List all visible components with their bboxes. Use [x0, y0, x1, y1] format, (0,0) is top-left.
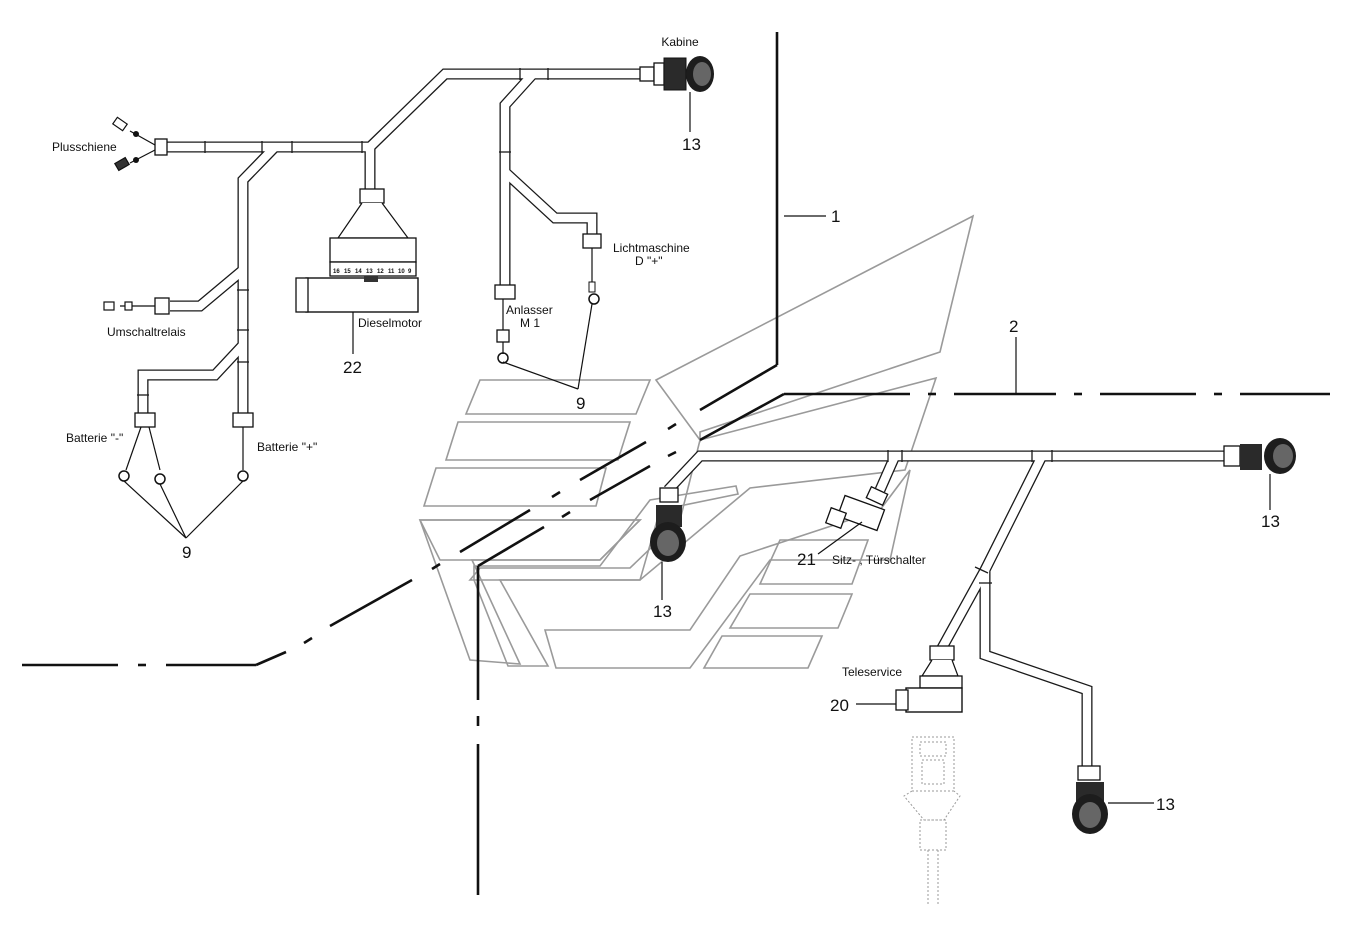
- callout-9-mid: 9: [576, 394, 585, 413]
- pin-label-13: 13: [366, 269, 373, 275]
- callout-13-center: 13: [653, 602, 672, 621]
- chassis-outline: [418, 214, 975, 669]
- pin-label-16: 16: [333, 269, 340, 275]
- label-sitz-tuerschalter: Sitz- , Türschalter: [832, 553, 926, 567]
- pin-label-9: 9: [408, 269, 412, 275]
- label-teleservice: Teleservice: [842, 665, 902, 679]
- label-anlasser-m1: M 1: [520, 316, 540, 330]
- callout-1: 1: [831, 207, 840, 226]
- callout-13-bottom: 13: [1156, 795, 1175, 814]
- label-lichtmaschine-d: D "+": [635, 254, 663, 268]
- harness-lower: [650, 438, 1296, 906]
- callout-2: 2: [1009, 317, 1018, 336]
- label-lichtmaschine: Lichtmaschine: [613, 241, 690, 255]
- callout-21: 21: [797, 550, 816, 569]
- label-kabine: Kabine: [661, 35, 699, 49]
- leader-lines: [123, 92, 1271, 804]
- label-batterie-plus: Batterie "+": [257, 440, 317, 454]
- label-umschaltrelais: Umschaltrelais: [107, 325, 186, 339]
- callout-13-kabine: 13: [682, 135, 701, 154]
- pin-label-15: 15: [344, 269, 351, 275]
- label-dieselmotor: Dieselmotor: [358, 316, 422, 330]
- label-plusschiene: Plusschiene: [52, 140, 117, 154]
- harness-upper: 16 15 14 13 12 11 10 9: [103, 56, 714, 485]
- callout-20: 20: [830, 696, 849, 715]
- label-batterie-minus: Batterie "-": [66, 431, 123, 445]
- callout-13-right: 13: [1261, 512, 1280, 531]
- pin-label-14: 14: [355, 269, 362, 275]
- pin-label-12: 12: [377, 269, 384, 275]
- pin-label-10: 10: [398, 269, 405, 275]
- section-lines: [22, 32, 1330, 895]
- callout-9-left: 9: [182, 543, 191, 562]
- callout-22: 22: [343, 358, 362, 377]
- label-anlasser: Anlasser: [506, 303, 553, 317]
- pin-label-11: 11: [388, 269, 395, 275]
